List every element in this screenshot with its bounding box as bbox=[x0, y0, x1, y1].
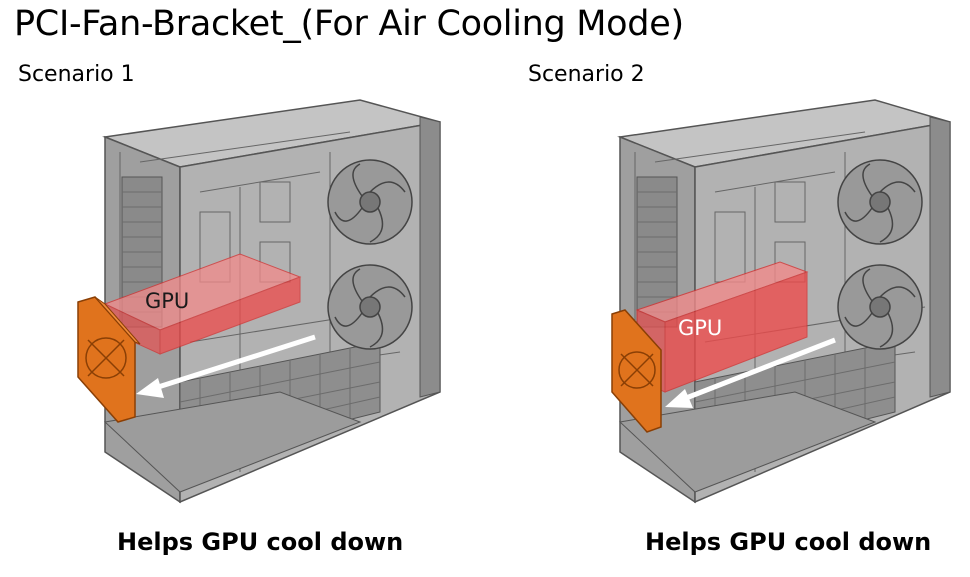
scenario-1-illustration: GPU bbox=[60, 92, 460, 512]
front-fan-bottom bbox=[837, 264, 923, 350]
gpu-label: GPU bbox=[145, 289, 189, 313]
front-fan-top bbox=[327, 159, 413, 245]
pci-fan-bracket bbox=[611, 309, 662, 433]
page-title: PCI-Fan-Bracket_(For Air Cooling Mode) bbox=[14, 4, 684, 44]
scenario-2-label: Scenario 2 bbox=[528, 62, 645, 87]
pci-fan-bracket bbox=[77, 296, 141, 423]
front-fan-bottom bbox=[327, 264, 413, 350]
airflow-arrow bbox=[136, 334, 316, 398]
scenario-1-label: Scenario 1 bbox=[18, 62, 135, 87]
front-fan-top bbox=[837, 159, 923, 245]
scenario-1-caption: Helps GPU cool down bbox=[117, 528, 404, 556]
gpu-block bbox=[103, 253, 302, 355]
scenario-2-caption: Helps GPU cool down bbox=[645, 528, 932, 556]
scenario-2-illustration: GPU bbox=[575, 92, 965, 512]
airflow-arrow bbox=[665, 337, 836, 408]
gpu-label: GPU bbox=[678, 316, 722, 340]
case-bottom-tray bbox=[103, 391, 362, 493]
case-bottom-tray bbox=[618, 391, 877, 493]
